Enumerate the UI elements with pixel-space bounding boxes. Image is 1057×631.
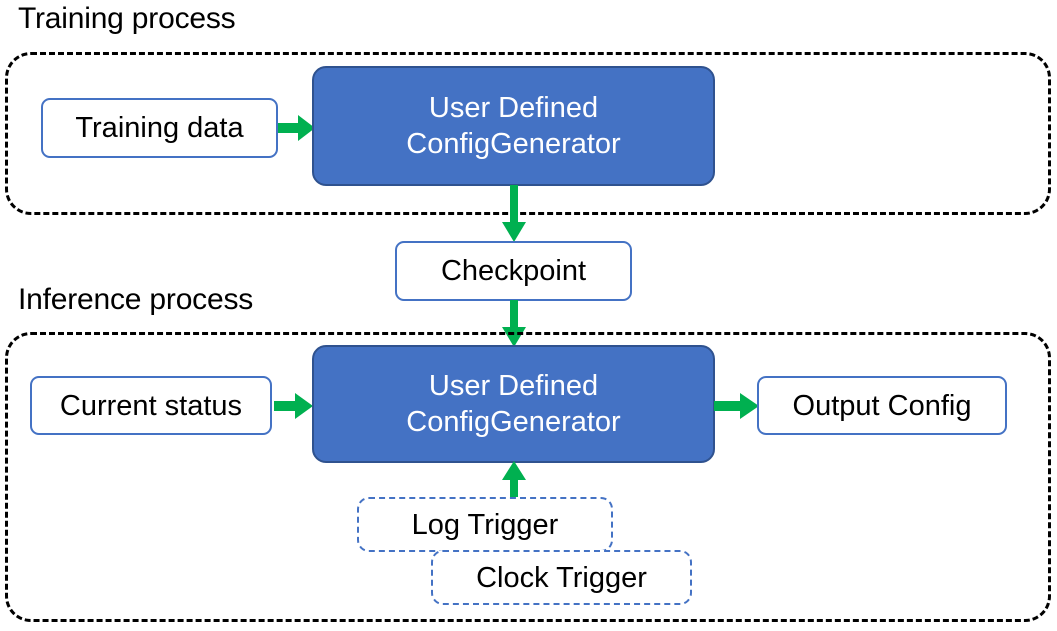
arrow-generator-to-output-config xyxy=(714,390,760,422)
inference-process-label: Inference process xyxy=(18,283,254,316)
clock-trigger-node[interactable]: Clock Trigger xyxy=(431,550,692,605)
training-process-label: Training process xyxy=(18,2,236,35)
arrow-checkpoint-to-inference-generator xyxy=(500,300,528,348)
arrow-generator-to-checkpoint xyxy=(500,185,528,243)
checkpoint-node[interactable]: Checkpoint xyxy=(395,241,632,301)
inference-process-group xyxy=(5,332,1051,622)
training-config-generator-node[interactable]: User Defined ConfigGenerator xyxy=(312,66,715,186)
arrow-log-trigger-to-generator xyxy=(500,461,528,501)
inference-generator-line-2: ConfigGenerator xyxy=(406,406,621,438)
output-config-node[interactable]: Output Config xyxy=(757,376,1007,435)
training-process-group xyxy=(5,52,1051,215)
training-data-node[interactable]: Training data xyxy=(41,98,278,158)
log-trigger-node[interactable]: Log Trigger xyxy=(357,497,613,552)
inference-config-generator-node[interactable]: User Defined ConfigGenerator xyxy=(312,345,715,463)
arrow-current-status-to-generator xyxy=(274,390,314,422)
training-generator-line-2: ConfigGenerator xyxy=(406,128,621,160)
arrow-training-data-to-generator xyxy=(278,112,316,144)
inference-generator-line-1: User Defined xyxy=(428,370,599,402)
current-status-node[interactable]: Current status xyxy=(30,376,272,435)
training-generator-line-1: User Defined xyxy=(428,92,599,124)
